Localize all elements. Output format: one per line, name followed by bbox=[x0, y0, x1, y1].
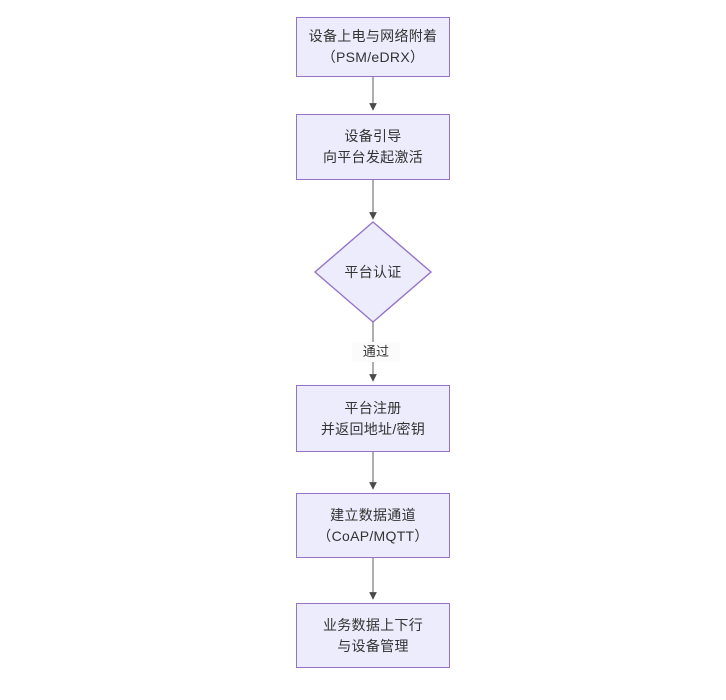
node-platform-register-line-2: 并返回地址/密钥 bbox=[320, 420, 426, 437]
node-power-on[interactable]: 设备上电与网络附着 （PSM/eDRX） bbox=[296, 17, 450, 77]
node-platform-auth-label: 平台认证 bbox=[344, 263, 402, 280]
node-business-data-line-2: 与设备管理 bbox=[337, 637, 409, 654]
node-business-data-line-1: 业务数据上下行 bbox=[322, 616, 424, 633]
node-bootstrap[interactable]: 设备引导 向平台发起激活 bbox=[296, 114, 450, 180]
node-bootstrap-line-1: 设备引导 bbox=[344, 128, 402, 144]
node-power-on-line-2: （PSM/eDRX） bbox=[321, 49, 425, 65]
node-business-data[interactable]: 业务数据上下行 与设备管理 bbox=[296, 603, 450, 668]
node-data-channel[interactable]: 建立数据通道 （CoAP/MQTT） bbox=[296, 493, 450, 558]
node-power-on-line-1: 设备上电与网络附着 bbox=[308, 28, 438, 44]
node-bootstrap-line-2: 向平台发起激活 bbox=[322, 149, 424, 165]
node-platform-auth[interactable]: 平台认证 bbox=[315, 222, 431, 322]
node-data-channel-line-2: （CoAP/MQTT） bbox=[317, 527, 429, 544]
edge-label-pass: 通过 bbox=[352, 342, 400, 362]
node-platform-register-line-1: 平台注册 bbox=[344, 399, 402, 416]
node-data-channel-line-1: 建立数据通道 bbox=[330, 506, 416, 523]
node-platform-register[interactable]: 平台注册 并返回地址/密钥 bbox=[296, 385, 450, 452]
